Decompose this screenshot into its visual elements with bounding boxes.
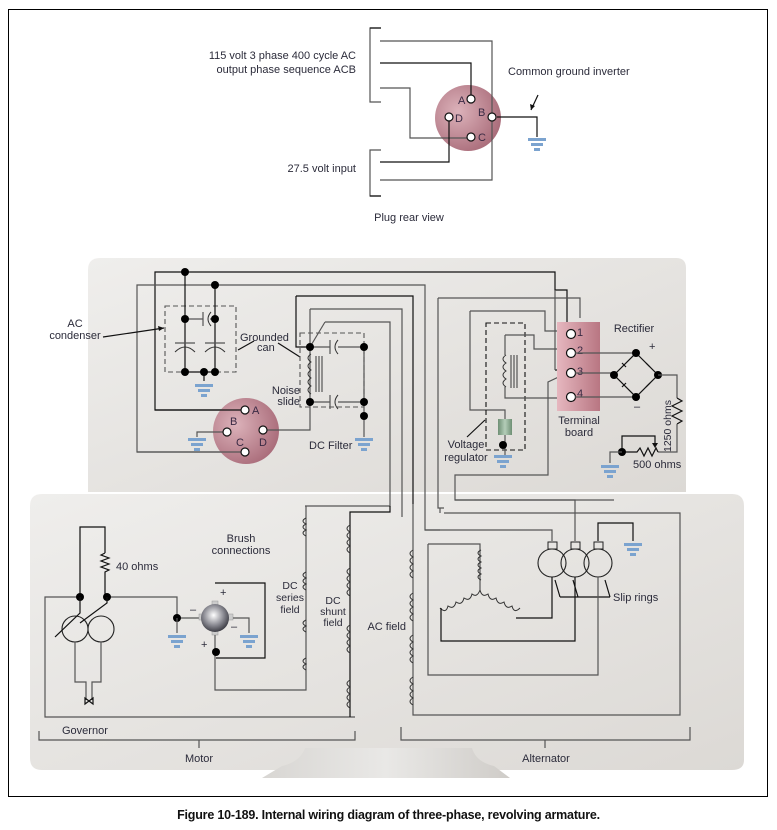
ac-field-label: AC field [367, 621, 406, 633]
dc-series-label-1: DC [282, 580, 298, 592]
plug-pin-b [487, 112, 497, 122]
noise-slide-label-2: slide [277, 396, 300, 408]
pin-label-a: A [458, 95, 466, 107]
brush-plus-top: + [220, 587, 226, 599]
slip-rings-label: Slip rings [613, 592, 659, 604]
brush-connections-label-2: connections [212, 545, 271, 557]
pin-label-c: C [478, 132, 486, 144]
figure-caption: Figure 10-189. Internal wiring diagram o… [177, 808, 600, 822]
resistor-500-label: 500 ohms [633, 459, 682, 471]
inverter-connector [213, 398, 279, 464]
conn-pin-a: A [252, 405, 260, 417]
conn-pin-c: C [236, 437, 244, 449]
phase-sequence-label: output phase sequence ACB [217, 64, 356, 76]
dc-series-label-3: field [280, 604, 299, 616]
grounded-can-label-1: Grounded [240, 332, 289, 344]
voltage-regulator-label-2: regulator [444, 452, 488, 464]
dc-shunt-label-3: field [323, 617, 342, 629]
conn-pin-d: D [259, 437, 267, 449]
plug-pin-c [466, 132, 476, 142]
dc-shunt-label-2: shunt [320, 606, 346, 618]
pin-label-d: D [455, 113, 463, 125]
brush-plus-bottom: + [201, 639, 207, 651]
resistor-40-label: 40 ohms [116, 561, 159, 573]
ac-condenser-label-2: condenser [49, 330, 101, 342]
figure-frame [8, 9, 768, 797]
dc-shunt-label-1: DC [325, 595, 341, 607]
dc-input-label: 27.5 volt input [288, 163, 357, 175]
terminal-3: 3 [577, 366, 583, 378]
plug-pin-a [466, 94, 476, 104]
brush-connections-label-1: Brush [227, 533, 256, 545]
pin-label-b: B [478, 107, 485, 119]
voltage-regulator-label-1: Voltage [448, 439, 485, 451]
governor-label: Governor [62, 725, 108, 737]
alternator-label: Alternator [522, 753, 570, 765]
lower-section: 40 ohms + – – + Brush connections [38, 499, 691, 765]
common-ground-label: Common ground inverter [508, 66, 630, 78]
grounded-can-label-2: can [257, 342, 275, 354]
plug-rear-view: A B C D 115 volt 3 phase 400 cycle AC ou… [209, 27, 630, 224]
rectifier-plus: + [649, 341, 655, 353]
ac-output-label: 115 volt 3 phase 400 cycle AC [209, 50, 356, 62]
brush-minus-left: – [190, 604, 197, 616]
terminal-board-label-2: board [565, 427, 593, 439]
brush-minus-right: – [231, 621, 238, 633]
plug-connector [435, 85, 501, 151]
terminal-4: 4 [577, 388, 583, 400]
terminal-2: 2 [577, 345, 583, 357]
dc-series-label-2: series [276, 592, 304, 604]
brush-armature [201, 604, 229, 632]
terminal-board [557, 322, 600, 411]
upper-section: AC condenser Grounded can A B C D [49, 268, 684, 531]
resistor-1250-label: 1250 ohms [662, 400, 674, 452]
noise-slide-label-1: Noise [272, 385, 300, 397]
plug-view-label: Plug rear view [374, 212, 444, 224]
conn-pin-b: B [230, 416, 237, 428]
ground-icon [528, 138, 546, 151]
rectifier-label: Rectifier [614, 323, 655, 335]
plug-pin-d [444, 112, 454, 122]
motor-label: Motor [185, 753, 213, 765]
terminal-1: 1 [577, 327, 583, 339]
regulator-coil [498, 419, 512, 435]
dc-filter-label: DC Filter [309, 440, 353, 452]
rectifier-minus: – [634, 401, 641, 413]
ac-condenser-label-1: AC [67, 318, 82, 330]
terminal-board-label-1: Terminal [558, 415, 600, 427]
